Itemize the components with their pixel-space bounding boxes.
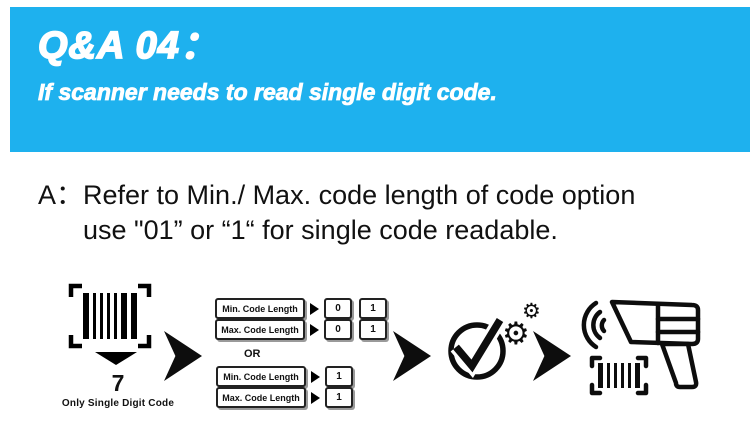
slide-subtitle: If scanner needs to read single digit co… [38,79,498,106]
source-caption: Only Single Digit Code [61,398,175,409]
triangle-down-icon [95,352,137,365]
value-box: 0 [324,298,352,319]
option1-row-max: Max. Code Length 0 1 [215,319,387,340]
min-code-length-box: Min. Code Length [216,366,306,387]
gear-icon: ⚙ [502,316,530,351]
scanner-icon [581,299,701,396]
gear-icon: ⚙ [522,300,541,323]
option1-row-min: Min. Code Length 0 1 [215,298,387,319]
answer-text: A： Refer to Min./ Max. code length of co… [38,178,635,248]
slide-title: Q&A 04： [37,24,219,68]
value-box: 0 [324,319,352,340]
barcode-source-icon [68,283,152,349]
chevron-right-icon [164,331,202,381]
row-arrow-icon [310,302,319,315]
max-code-length-box: Max. Code Length [215,319,305,340]
value-box: 1 [359,298,387,319]
min-code-length-box: Min. Code Length [215,298,305,319]
max-code-length-box: Max. Code Length [216,387,306,408]
row-arrow-icon [311,391,320,404]
option2-row-min: Min. Code Length 1 [216,366,353,387]
answer-prefix: A： [38,180,84,210]
value-box: 1 [325,387,353,408]
header-band: Q&A 04： If scanner needs to read single … [10,7,750,152]
chevron-right-icon [533,331,571,381]
answer-lines: Refer to Min./ Max. code length of code … [83,178,635,248]
check-circle-icon [448,316,506,380]
or-label: OR [244,348,261,360]
single-digit-value: 7 [111,370,125,396]
value-box: 1 [359,319,387,340]
option2-row-max: Max. Code Length 1 [216,387,353,408]
row-arrow-icon [310,323,319,336]
row-arrow-icon [311,370,320,383]
chevron-right-icon [393,331,431,381]
answer-line-2: use "01” or “1“ for single code readable… [83,215,558,245]
answer-line-1: Refer to Min./ Max. code length of code … [83,180,636,210]
value-box: 1 [325,366,353,387]
